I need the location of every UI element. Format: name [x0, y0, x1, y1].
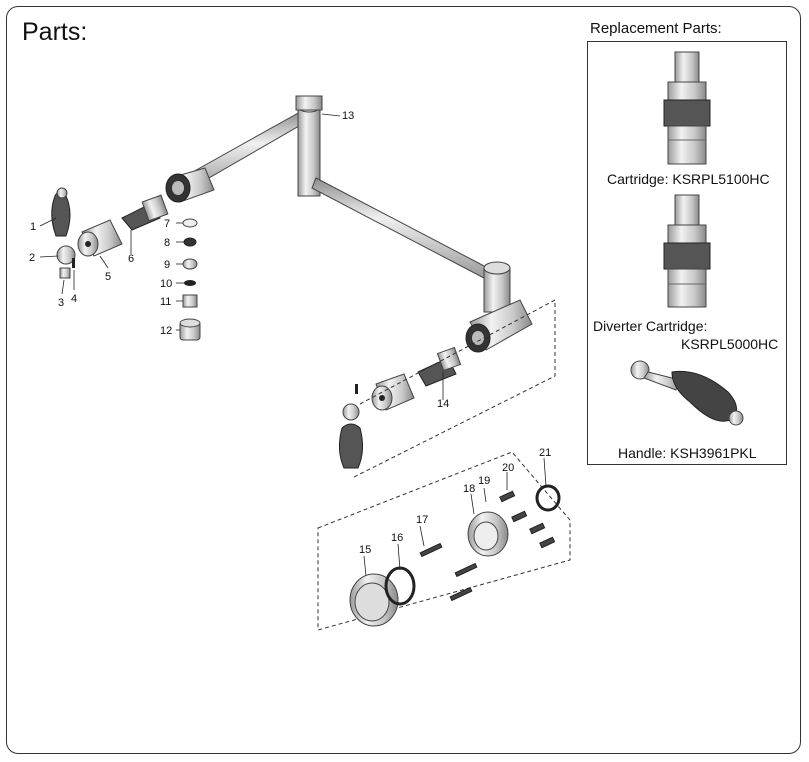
diverter-cartridge-code: KSRPL5000HC — [681, 336, 779, 352]
callout-leaders — [39, 113, 547, 577]
lower-handle-assembly — [338, 346, 462, 469]
callout-14: 14 — [437, 398, 449, 410]
pot-filler-faucet — [165, 95, 533, 353]
upper-handle-assembly — [51, 187, 169, 279]
callout-19: 19 — [478, 475, 490, 487]
callout-1: 1 — [30, 221, 36, 233]
callout-3: 3 — [58, 297, 64, 309]
diverter-cartridge-label: Diverter Cartridge: — [593, 318, 708, 334]
replacement-parts-box — [587, 41, 787, 465]
callout-15: 15 — [359, 544, 371, 556]
callout-4: 4 — [71, 293, 77, 305]
wall-mount-parts — [349, 484, 561, 627]
callout-7: 7 — [164, 218, 170, 230]
callout-16: 16 — [391, 532, 403, 544]
callout-21: 21 — [539, 447, 551, 459]
small-parts-stack — [179, 218, 201, 341]
replacement-parts-title: Replacement Parts: — [590, 20, 722, 37]
cartridge-image — [663, 51, 711, 165]
callout-13: 13 — [342, 110, 354, 122]
callout-17: 17 — [416, 514, 428, 526]
page-title: Parts: — [22, 18, 88, 46]
cartridge-label: Cartridge: KSRPL5100HC — [607, 171, 770, 187]
diverter-cartridge-image — [663, 194, 711, 308]
callout-18: 18 — [463, 483, 475, 495]
callout-5: 5 — [105, 271, 111, 283]
diagram-frame — [6, 6, 801, 754]
callout-11: 11 — [160, 296, 171, 308]
callout-10: 10 — [160, 278, 172, 290]
handle-image — [630, 360, 744, 426]
callout-12: 12 — [160, 325, 172, 337]
callout-8: 8 — [164, 237, 170, 249]
callout-9: 9 — [164, 259, 170, 271]
handle-label: Handle: KSH3961PKL — [618, 445, 757, 461]
callout-20: 20 — [502, 462, 514, 474]
callout-2: 2 — [29, 252, 35, 264]
callout-6: 6 — [128, 253, 134, 265]
mounting-dashed-guides — [317, 299, 571, 631]
